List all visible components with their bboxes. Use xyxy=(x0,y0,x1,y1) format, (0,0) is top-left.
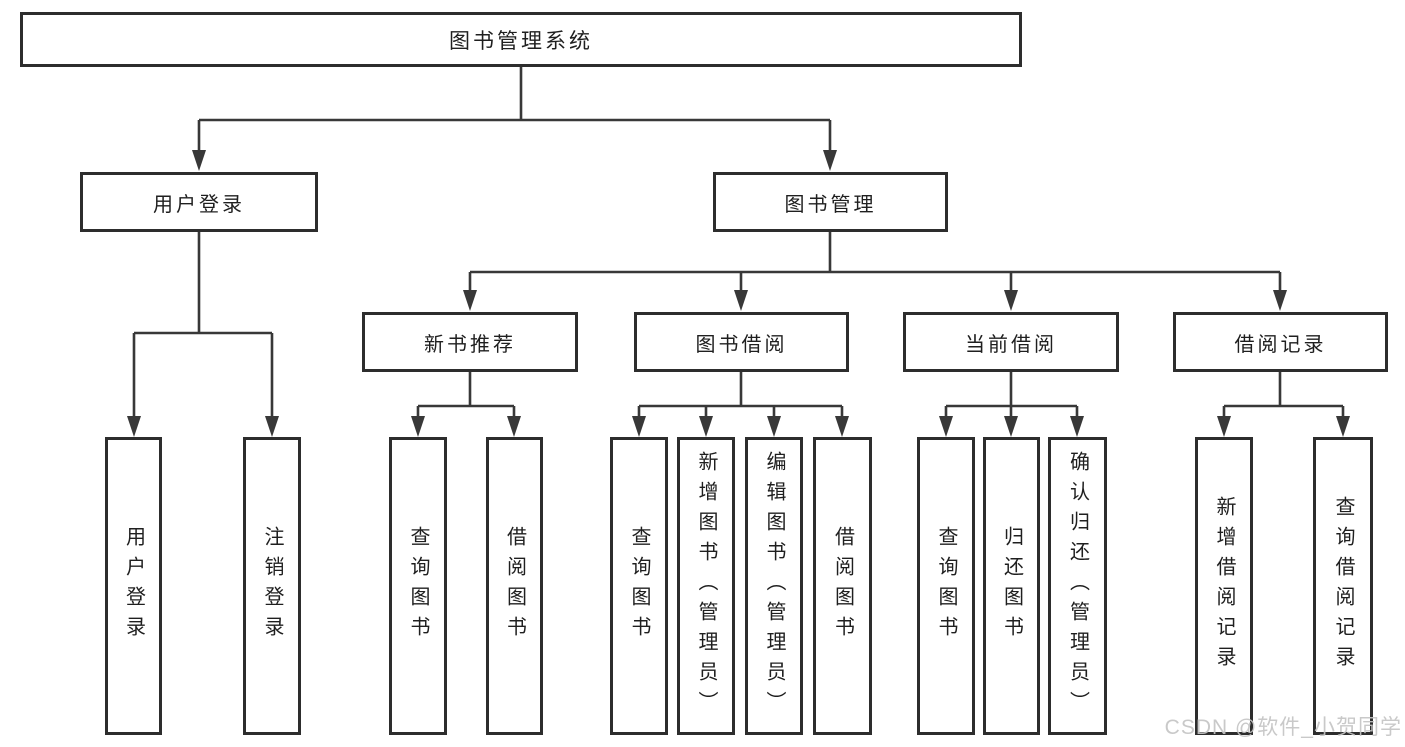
node-leaf-logout: 注销登录 xyxy=(243,437,301,735)
node-borrowing-records: 借阅记录 xyxy=(1173,312,1388,372)
node-label: 确认归还（管理员） xyxy=(1066,451,1089,721)
node-label: 当前借阅 xyxy=(965,333,1057,356)
node-label: 用户登录 xyxy=(153,193,245,216)
node-leaf-query-books-current: 查询图书 xyxy=(917,437,975,735)
node-label: 查询图书 xyxy=(935,526,957,646)
node-user-login: 用户登录 xyxy=(80,172,318,232)
node-leaf-query-books-borrowing: 查询图书 xyxy=(610,437,668,735)
node-book-management: 图书管理 xyxy=(713,172,948,232)
node-label: 图书管理系统 xyxy=(449,29,593,53)
node-root-library-system: 图书管理系统 xyxy=(20,12,1022,67)
node-label: 归还图书 xyxy=(1000,526,1023,646)
node-leaf-query-books-recommend: 查询图书 xyxy=(389,437,447,735)
node-label: 新增借阅记录 xyxy=(1213,496,1235,676)
node-label: 查询图书 xyxy=(407,526,429,646)
node-leaf-query-borrow-record: 查询借阅记录 xyxy=(1313,437,1373,735)
node-label: 查询借阅记录 xyxy=(1332,496,1354,676)
node-new-book-recommendation: 新书推荐 xyxy=(362,312,578,372)
node-label: 用户登录 xyxy=(122,526,145,646)
node-current-borrowing: 当前借阅 xyxy=(903,312,1119,372)
node-label: 借阅记录 xyxy=(1234,333,1327,356)
node-label: 查询图书 xyxy=(628,526,650,646)
node-label: 借阅图书 xyxy=(831,526,854,646)
node-label: 新书推荐 xyxy=(424,333,516,356)
node-label: 注销登录 xyxy=(261,526,283,646)
node-leaf-add-book-admin: 新增图书（管理员） xyxy=(677,437,735,735)
node-label: 图书管理 xyxy=(784,193,877,216)
node-book-borrowing: 图书借阅 xyxy=(634,312,849,372)
node-leaf-return-book: 归还图书 xyxy=(983,437,1040,735)
node-label: 新增图书（管理员） xyxy=(695,451,717,721)
node-leaf-user-login: 用户登录 xyxy=(105,437,162,735)
node-leaf-edit-book-admin: 编辑图书（管理员） xyxy=(745,437,803,735)
node-leaf-confirm-return-admin: 确认归还（管理员） xyxy=(1048,437,1107,735)
csdn-watermark: CSDN @软件_小贺同学 xyxy=(1164,716,1402,739)
node-label: 编辑图书（管理员） xyxy=(763,451,785,721)
node-label: 借阅图书 xyxy=(503,526,526,646)
node-leaf-borrow-books: 借阅图书 xyxy=(813,437,872,735)
node-leaf-add-borrow-record: 新增借阅记录 xyxy=(1195,437,1253,735)
node-label: 图书借阅 xyxy=(695,333,788,356)
node-leaf-borrow-books-recommend: 借阅图书 xyxy=(486,437,543,735)
